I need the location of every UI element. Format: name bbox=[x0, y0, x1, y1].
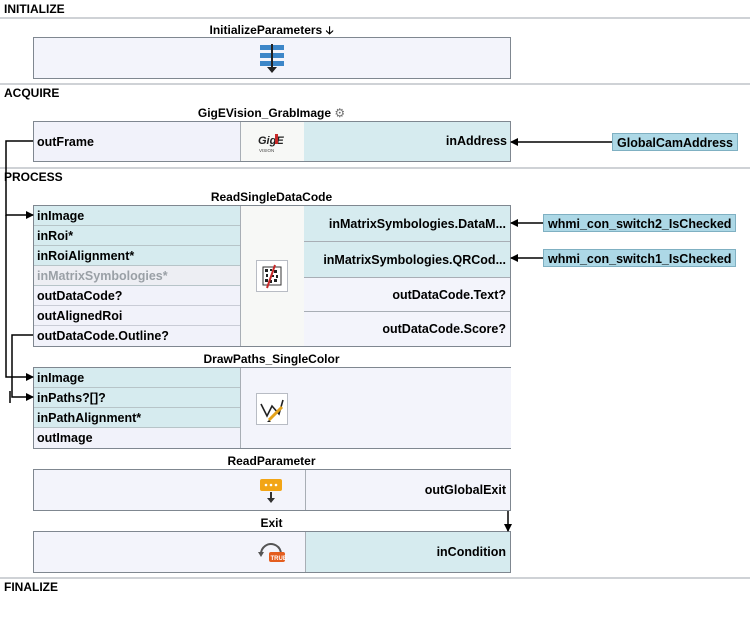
block-exit[interactable]: TRUE inCondition bbox=[33, 531, 511, 573]
port-inpathalignment[interactable]: inPathAlignment* bbox=[34, 408, 241, 428]
global-switch2[interactable]: whmi_con_switch2_IsChecked bbox=[543, 214, 737, 232]
block-draw-paths[interactable]: inImage inPaths?[]? inPathAlignment* out… bbox=[33, 367, 511, 449]
port-inmatrixsymbologies[interactable]: inMatrixSymbologies* bbox=[34, 266, 241, 286]
port-inaddress[interactable]: inAddress bbox=[445, 134, 507, 148]
section-process: PROCESS bbox=[4, 170, 63, 184]
block-title-gige-grab: GigEVision_GrabImage ⚙ bbox=[33, 106, 510, 120]
gear-icon[interactable]: ⚙ bbox=[334, 106, 346, 120]
port-outdatacode-outline[interactable]: outDataCode.Outline? bbox=[34, 326, 241, 346]
port-outdatacode[interactable]: outDataCode? bbox=[34, 286, 241, 306]
wire-outline-to-inpaths bbox=[11, 334, 34, 401]
draw-paths-icon bbox=[256, 393, 288, 425]
section-finalize: FINALIZE bbox=[4, 580, 58, 594]
global-cam-address[interactable]: GlobalCamAddress bbox=[612, 133, 739, 151]
block-title-read-data-code: ReadSingleDataCode bbox=[210, 190, 333, 204]
block-title-exit: Exit bbox=[260, 516, 283, 530]
block-title-read-parameter: ReadParameter bbox=[227, 454, 316, 468]
port-inimage-draw[interactable]: inImage bbox=[34, 368, 241, 388]
port-inroi[interactable]: inRoi* bbox=[34, 226, 241, 246]
svg-text:TRUE: TRUE bbox=[271, 556, 287, 562]
gige-grab-title: GigEVision_GrabImage bbox=[197, 106, 332, 120]
block-read-parameter[interactable]: outGlobalExit bbox=[33, 469, 511, 511]
section-divider bbox=[0, 17, 750, 19]
port-inpaths[interactable]: inPaths?[]? bbox=[34, 388, 241, 408]
section-initialize: INITIALIZE bbox=[4, 2, 65, 16]
port-outdatacode-text[interactable]: outDataCode.Text? bbox=[304, 278, 510, 312]
port-outframe[interactable]: outFrame bbox=[37, 135, 94, 149]
port-outalignedroi[interactable]: outAlignedRoi bbox=[34, 306, 241, 326]
block-title-initialize-parameters: InitializeParameters 🡣 bbox=[33, 22, 510, 41]
port-outimage[interactable]: outImage bbox=[34, 428, 241, 448]
down-arrow-icon: 🡣 bbox=[325, 25, 334, 37]
wire-outframe-to-draw-inimage bbox=[5, 215, 34, 381]
block-read-data-code[interactable]: inImage inRoi* inRoiAlignment* inMatrixS… bbox=[33, 205, 511, 347]
section-acquire: ACQUIRE bbox=[4, 86, 60, 100]
port-inmatrixsymbologies-datam[interactable]: inMatrixSymbologies.DataM... bbox=[304, 206, 510, 242]
gige-vision-logo-icon: GigE VISION bbox=[256, 126, 288, 158]
svg-text:VISION: VISION bbox=[259, 148, 274, 153]
port-incondition[interactable]: inCondition bbox=[436, 545, 506, 559]
port-outdatacode-score[interactable]: outDataCode.Score? bbox=[304, 312, 510, 346]
wire-outframe-to-inimage bbox=[5, 140, 34, 219]
initialize-parameters-icon bbox=[256, 42, 288, 74]
port-inmatrixsymbologies-qrcode[interactable]: inMatrixSymbologies.QRCod... bbox=[304, 242, 510, 278]
port-inroialignment[interactable]: inRoiAlignment* bbox=[34, 246, 241, 266]
section-divider bbox=[0, 577, 750, 579]
exit-true-icon: TRUE bbox=[255, 536, 287, 568]
initialize-parameters-title: InitializeParameters bbox=[209, 23, 323, 37]
data-code-icon bbox=[256, 260, 288, 292]
port-inimage[interactable]: inImage bbox=[34, 206, 241, 226]
block-title-draw-paths: DrawPaths_SingleColor bbox=[203, 352, 340, 366]
section-divider bbox=[0, 167, 750, 169]
port-outglobalexit[interactable]: outGlobalExit bbox=[424, 483, 506, 497]
section-divider bbox=[0, 83, 750, 85]
read-parameter-icon bbox=[255, 474, 287, 506]
global-switch1[interactable]: whmi_con_switch1_IsChecked bbox=[543, 249, 737, 267]
block-initialize-parameters[interactable] bbox=[33, 37, 511, 79]
